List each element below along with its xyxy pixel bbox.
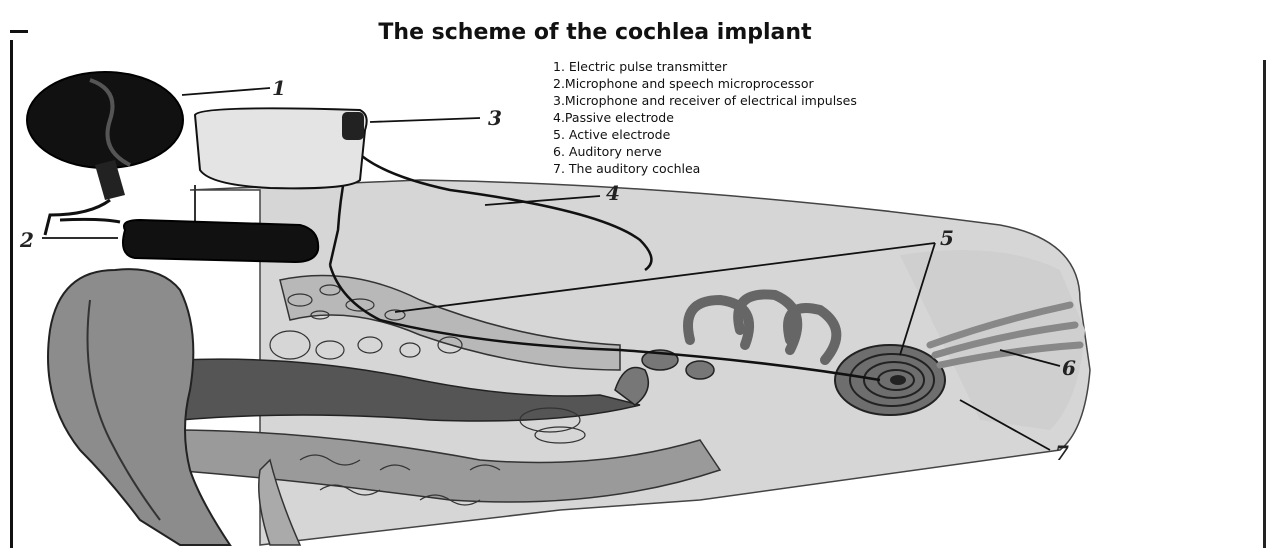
callout-number-4: 4	[606, 181, 620, 205]
callout-number-1: 1	[272, 76, 286, 100]
callout-number-5: 5	[940, 226, 954, 250]
callout-number-3: 3	[488, 106, 502, 130]
callout-number-2: 2	[19, 228, 34, 252]
cochlea-spiral	[835, 345, 945, 415]
speech-processor	[60, 219, 318, 262]
receiver-device	[195, 108, 367, 188]
callout-number-7: 7	[1055, 441, 1069, 465]
transmitter-coil	[27, 72, 183, 235]
callout-number-6: 6	[1062, 356, 1076, 380]
